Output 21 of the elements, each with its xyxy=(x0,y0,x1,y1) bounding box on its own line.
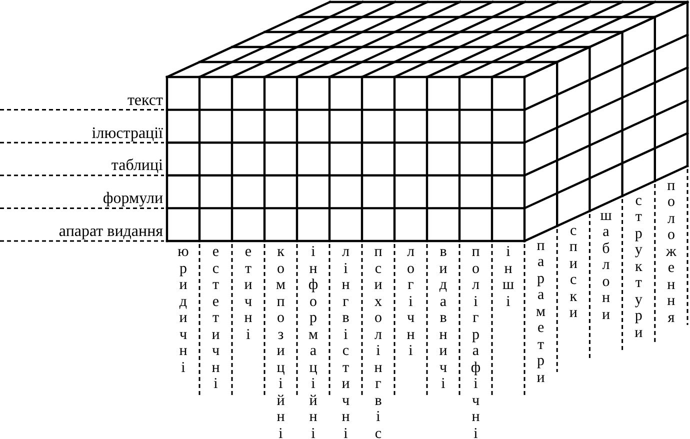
depth-label: структури xyxy=(634,192,644,341)
row-label: формули xyxy=(102,189,163,208)
column-label: юридичні xyxy=(176,244,190,376)
column-label: етичні xyxy=(243,244,254,343)
column-label: видавничі xyxy=(438,244,448,392)
row-label: таблиці xyxy=(111,156,163,176)
column-label: естетичні xyxy=(210,244,221,392)
depth-label: списки xyxy=(568,222,578,322)
column-label: психолінгвіс xyxy=(373,244,384,439)
depth-label: положення xyxy=(665,178,678,326)
row-label: ілюстрації xyxy=(92,124,163,143)
column-label: інформаційні xyxy=(307,244,320,439)
column-label: поліграфічні xyxy=(470,244,482,439)
column-label: композиційні xyxy=(275,244,286,439)
row-label: апарат видання xyxy=(58,222,163,241)
column-label: інші xyxy=(501,244,516,310)
row-label: текст xyxy=(127,90,163,110)
column-label: логічні xyxy=(406,244,416,360)
depth-label: шаблони xyxy=(599,208,613,323)
column-label: лінгвістичні xyxy=(340,244,351,439)
depth-label: параметри xyxy=(535,238,547,386)
